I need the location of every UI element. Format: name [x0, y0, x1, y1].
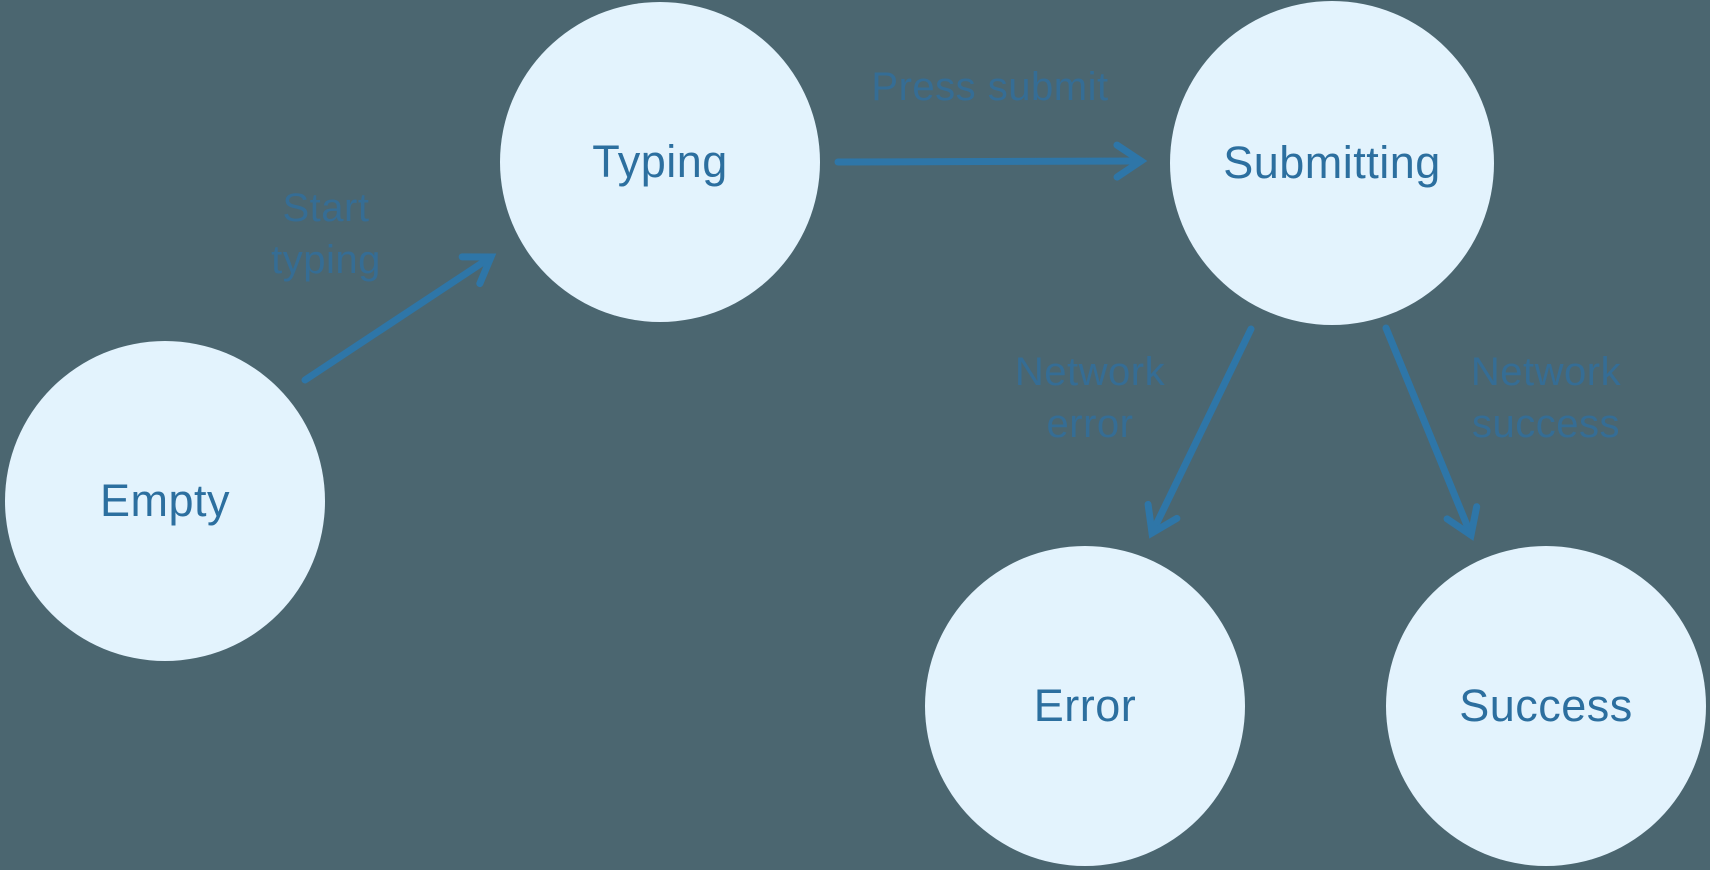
edge-label-press-submit: Press submit	[871, 65, 1109, 109]
node-submitting-label: Submitting	[1223, 137, 1441, 188]
node-typing: Typing	[500, 2, 820, 322]
edge-submitting-success-arrow	[1382, 324, 1481, 541]
node-success: Success	[1386, 546, 1706, 866]
node-success-label: Success	[1459, 680, 1633, 731]
node-submitting: Submitting	[1170, 1, 1494, 325]
edge-typing-submitting-arrow	[834, 141, 1148, 181]
edge-submitting-error-arrow	[1144, 325, 1255, 539]
edge-label-network-success: Network success	[1470, 350, 1622, 446]
edge-label-start-typing: Start typing	[271, 186, 381, 282]
node-empty-label: Empty	[99, 475, 231, 526]
node-empty: Empty	[5, 341, 325, 661]
node-error: Error	[925, 546, 1245, 866]
node-typing-label: Typing	[592, 136, 728, 187]
edge-label-network-error: Network error	[1014, 350, 1166, 446]
node-error-label: Error	[1033, 680, 1137, 731]
